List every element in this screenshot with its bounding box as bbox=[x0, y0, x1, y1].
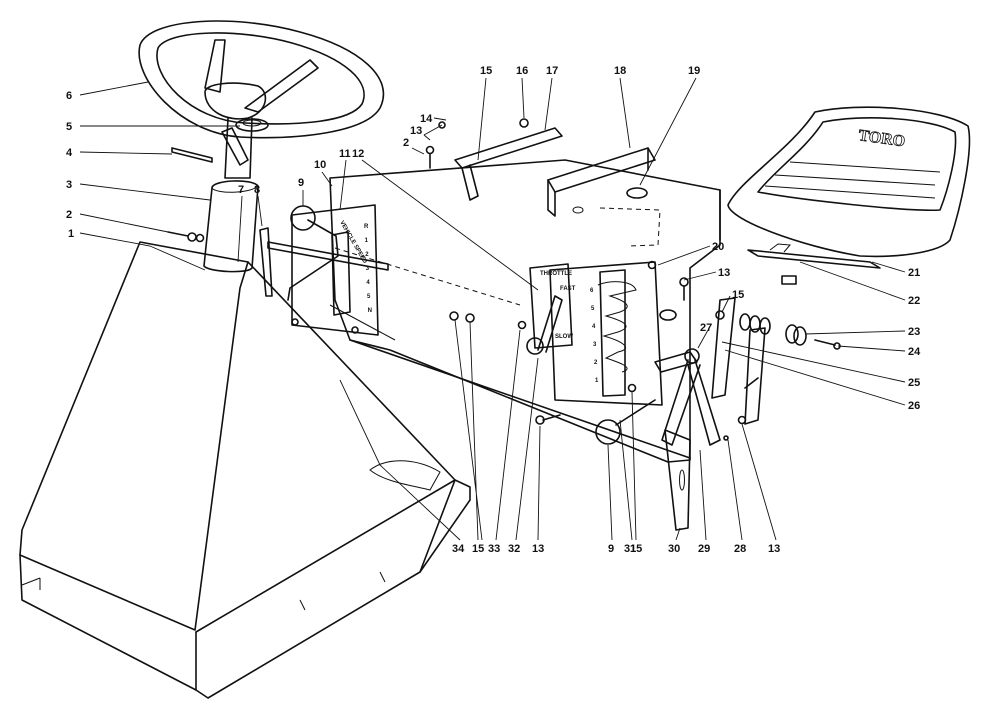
callout-31: 31 bbox=[624, 543, 636, 555]
hydro-position-label-1: 6 bbox=[590, 288, 594, 294]
throttle-plate: THROTTLE FAST SLOW bbox=[529, 263, 576, 349]
hydro-position-label-2: 5 bbox=[591, 306, 595, 312]
steering-wheel bbox=[138, 20, 385, 179]
callout-18: 18 bbox=[614, 65, 626, 77]
slow-label: SLOW bbox=[555, 334, 573, 340]
callout-34: 34 bbox=[452, 543, 465, 555]
speed-position-label-1: R bbox=[364, 224, 369, 230]
callout-16: 16 bbox=[516, 65, 528, 77]
callout-15-upper: 15 bbox=[480, 65, 492, 77]
callout-12: 12 bbox=[352, 148, 364, 160]
callout-9: 9 bbox=[298, 177, 304, 189]
speed-position-label-3: 2 bbox=[365, 252, 369, 258]
callout-7: 7 bbox=[238, 184, 244, 196]
steering-column-bushing bbox=[203, 180, 259, 273]
callout-13-right: 13 bbox=[718, 267, 730, 279]
callout-10: 10 bbox=[314, 159, 326, 171]
speed-rod bbox=[259, 227, 389, 297]
callout-1: 1 bbox=[68, 228, 74, 240]
callout-15-bottom-left: 15 bbox=[472, 543, 484, 555]
steering-hub bbox=[235, 118, 269, 132]
plug-lower bbox=[659, 309, 677, 321]
callout-20: 20 bbox=[712, 241, 724, 253]
plug-19 bbox=[626, 187, 648, 199]
bolt-left bbox=[167, 231, 205, 243]
spacers bbox=[739, 313, 841, 350]
callout-13-bottom-right: 13 bbox=[768, 543, 780, 555]
callout-25: 25 bbox=[908, 377, 920, 389]
callout-22: 22 bbox=[908, 295, 920, 307]
callout-32: 32 bbox=[508, 543, 520, 555]
seat: TORO bbox=[727, 106, 971, 258]
hydro-position-label-4: 3 bbox=[593, 342, 597, 348]
speed-position-label-4: 3 bbox=[366, 266, 370, 272]
callout-14: 14 bbox=[420, 113, 433, 125]
toro-logo: TORO bbox=[857, 127, 906, 150]
callout-19: 19 bbox=[688, 65, 700, 77]
speed-position-label-6: 5 bbox=[367, 294, 371, 300]
hydro-knob bbox=[595, 399, 656, 445]
hydro-position-label-6: 1 bbox=[595, 378, 599, 384]
speed-position-label-7: N bbox=[368, 308, 372, 314]
callout-26: 26 bbox=[908, 400, 920, 412]
callout-9-bottom: 9 bbox=[608, 543, 614, 555]
hydro-control-plate: 6 5 4 3 2 1 bbox=[549, 261, 663, 406]
callout-33: 33 bbox=[488, 543, 500, 555]
callout-15-right: 15 bbox=[732, 289, 744, 301]
callout-2-upper: 2 bbox=[403, 137, 409, 149]
callout-3: 3 bbox=[66, 179, 72, 191]
callout-6: 6 bbox=[66, 90, 72, 102]
bracket-18 bbox=[547, 147, 656, 217]
callout-13-bottom-left: 13 bbox=[532, 543, 544, 555]
callout-labels: 6 5 4 3 2 1 7 8 9 10 11 12 2 13 14 15 16… bbox=[66, 65, 921, 555]
fast-label: FAST bbox=[560, 286, 576, 292]
callout-23: 23 bbox=[908, 326, 920, 338]
console-panel bbox=[329, 159, 721, 463]
callout-11: 11 bbox=[339, 148, 351, 160]
speed-position-labels: R 1 2 3 4 5N bbox=[364, 224, 372, 314]
callout-15-bottom-right: 15 bbox=[630, 543, 642, 555]
callout-17: 17 bbox=[546, 65, 558, 77]
callout-29: 29 bbox=[698, 543, 710, 555]
speed-position-label-5: 4 bbox=[366, 280, 370, 286]
hydro-position-label-5: 2 bbox=[594, 360, 598, 366]
callout-21: 21 bbox=[908, 267, 920, 279]
leader-lines bbox=[79, 77, 906, 541]
hydro-position-label-3: 4 bbox=[592, 324, 596, 330]
callout-8: 8 bbox=[254, 184, 260, 196]
hydro-position-labels: 6 5 4 3 2 1 bbox=[590, 288, 599, 384]
seat-switch bbox=[747, 243, 881, 285]
callout-13-upper: 13 bbox=[410, 125, 422, 137]
callout-30: 30 bbox=[668, 543, 680, 555]
callout-24: 24 bbox=[908, 346, 921, 358]
throttle-lever bbox=[526, 295, 563, 355]
pedestal-cover bbox=[19, 241, 471, 699]
hardware bbox=[291, 118, 759, 441]
callout-28: 28 bbox=[734, 543, 746, 555]
callout-4: 4 bbox=[66, 147, 73, 159]
bracket-17 bbox=[454, 127, 563, 201]
callout-27: 27 bbox=[700, 322, 712, 334]
roll-pin bbox=[171, 147, 213, 163]
throttle-label: THROTTLE bbox=[540, 271, 572, 277]
callout-5: 5 bbox=[66, 121, 72, 133]
callout-2: 2 bbox=[66, 209, 72, 221]
speed-position-label-2: 1 bbox=[365, 238, 369, 244]
